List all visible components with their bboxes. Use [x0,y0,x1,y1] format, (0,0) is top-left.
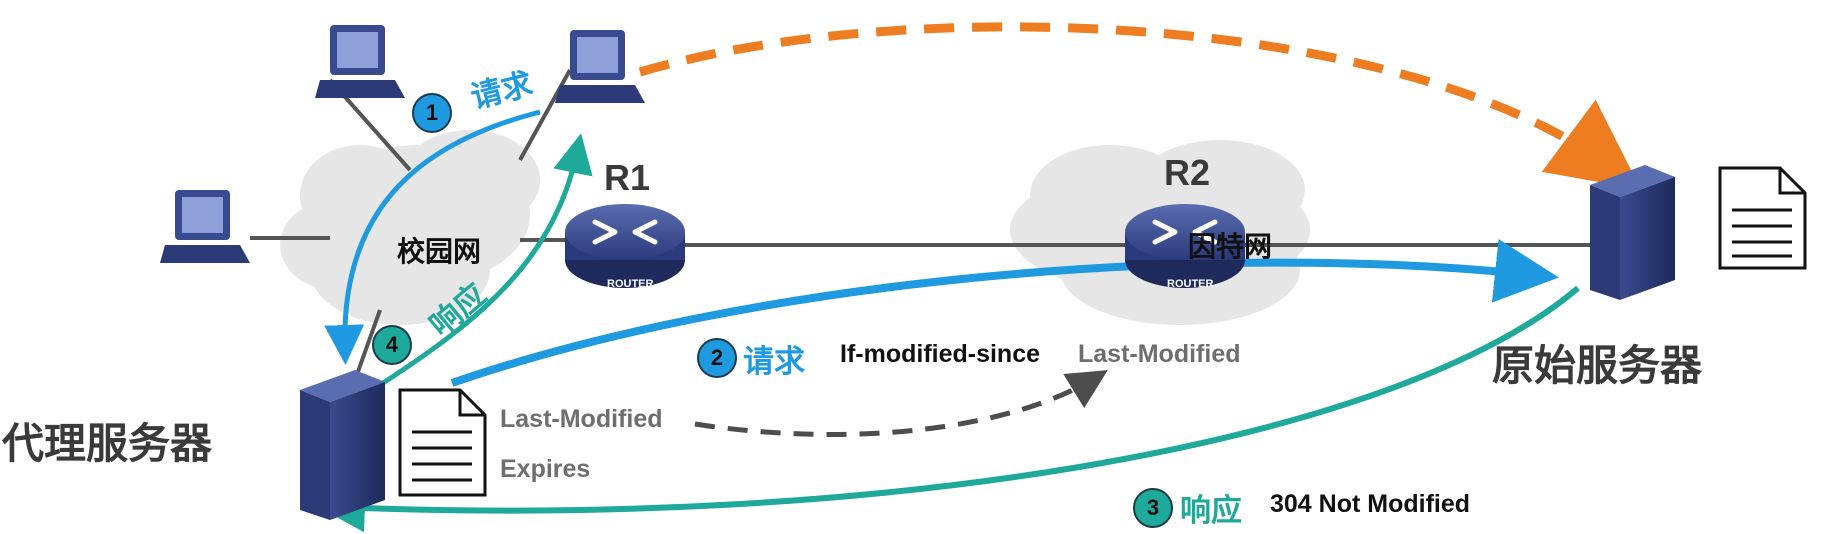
router-r1-icon: ROUTER [565,204,685,290]
router-r2-tag: ROUTER [1167,278,1214,290]
step4-response-arrow [378,133,593,388]
computer-icon-topleft [315,25,405,98]
campus-cloud [280,130,540,325]
origin-server-label: 原始服务器 [1492,342,1703,389]
proxy-server-label: 代理服务器 [2,420,213,467]
internet-label: 因特网 [1188,231,1273,262]
cache-field-expires: Expires [500,455,591,483]
step2-header: If-modified-since [840,340,1041,368]
step1-request-arrow [324,109,541,365]
router-r2-icon: ROUTER [1125,204,1245,290]
step2-value: Last-Modified [1078,340,1241,368]
last-modified-copy-arrow [694,370,1108,437]
cached-document-icon [398,388,487,497]
computer-icon-top [555,30,645,103]
campus-net-label: 校园网 [397,236,482,267]
step2-label: 请求 [743,344,805,379]
step2-request-arrow [450,239,1559,387]
origin-server-icon [1590,165,1675,300]
step1-badge: 1 [412,93,452,133]
direct-request-arrow [638,22,1641,190]
proxy-server-icon [300,370,385,520]
step3-label: 响应 [1180,493,1242,528]
router-r2-label: R2 [1164,152,1211,193]
step3-status: 304 Not Modified [1270,490,1471,518]
cache-field-last-modified: Last-Modified [500,405,663,433]
step3-response-arrow [317,285,1580,533]
step2-badge: 2 [697,338,737,378]
computer-icon-left [160,190,250,263]
origin-document-icon [1718,166,1807,270]
router-r1-tag: ROUTER [607,278,654,290]
router-r1-label: R1 [604,157,651,198]
step3-badge: 3 [1133,488,1173,528]
step4-badge: 4 [372,325,412,365]
